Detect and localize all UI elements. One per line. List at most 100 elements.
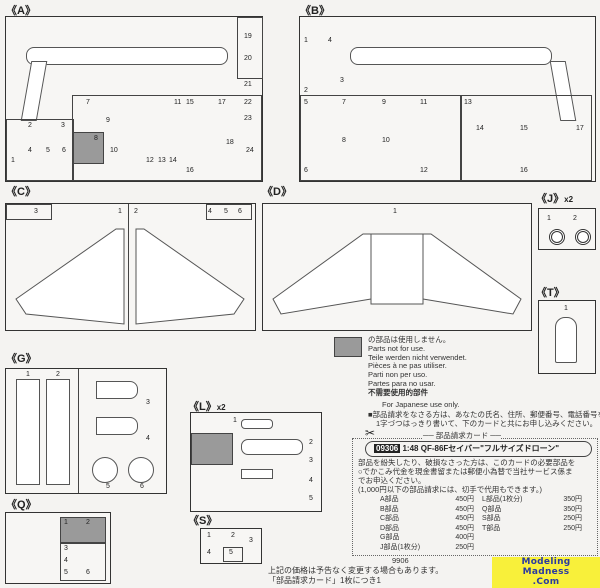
- cell-19-21: [237, 17, 263, 79]
- part-number: 11: [420, 99, 428, 106]
- part-number: 7: [342, 99, 346, 106]
- part-number: 12: [420, 167, 428, 174]
- price-row: L部品(1枚分)350円: [482, 496, 582, 503]
- sprue-s: 1 2 3 4 5: [200, 528, 262, 564]
- part-shape: [241, 469, 273, 479]
- part-number: 6: [304, 167, 308, 174]
- wing-parts: [15, 228, 245, 325]
- part-number: 2: [304, 87, 308, 94]
- sprue-d: 1: [262, 203, 532, 331]
- unused-part: [191, 433, 233, 465]
- price-row: J部品(1枚分)250円: [380, 543, 474, 551]
- scissors-icon: ✂: [365, 426, 376, 440]
- part-number: 1: [207, 532, 211, 539]
- part-number: 2: [28, 122, 32, 129]
- part-number: 3: [249, 537, 253, 544]
- part-number: 16: [186, 167, 194, 174]
- part-number: 1: [304, 37, 308, 44]
- unused-part: [60, 517, 106, 543]
- part-number: 5: [46, 147, 50, 154]
- part-number: 3: [61, 122, 65, 129]
- part-shape: [46, 379, 70, 485]
- cell-group: [60, 543, 106, 581]
- section-label-j: 《J》x2: [536, 193, 574, 205]
- wheel-part: [575, 229, 591, 245]
- part-number: 8: [342, 137, 346, 144]
- part-number: 1: [393, 208, 397, 215]
- part-number: 3: [146, 399, 150, 406]
- part-number: 5: [304, 99, 308, 106]
- part-number: 5: [309, 495, 313, 502]
- unused-parts-swatch: [334, 337, 362, 357]
- fuselage-half-part: [350, 47, 552, 65]
- sheet-number: 9906: [392, 556, 409, 565]
- part-number: 1: [564, 305, 568, 312]
- cell-group: [300, 95, 462, 181]
- part-number: 23: [244, 115, 252, 122]
- japan-only-note: For Japanese use only.: [382, 400, 460, 409]
- part-shape: [96, 417, 138, 435]
- part-number: 4: [146, 435, 150, 442]
- part-number: 10: [382, 137, 390, 144]
- part-shape: [16, 379, 40, 485]
- part-shape: [241, 439, 303, 455]
- part-number: 15: [186, 99, 194, 106]
- part-number: 20: [244, 55, 252, 62]
- sprue-a: 2 3 1 4 5 6 7 8 9 10 11 12 13 14 15 16 1…: [5, 16, 263, 182]
- part-number: 8: [94, 135, 98, 142]
- part-number: 2: [231, 532, 235, 539]
- sprue-b: 5 6 7 8 9 10 11 12 13 14 15 16 17 1 3 2 …: [299, 16, 596, 182]
- part-number: 21: [244, 81, 252, 88]
- section-label-t: 《T》: [536, 287, 565, 299]
- part-number: 4: [64, 557, 68, 564]
- part-number: 4: [207, 549, 211, 556]
- part-number: 9: [106, 117, 110, 124]
- section-label-b: 《B》: [300, 5, 330, 17]
- section-label-d: 《D》: [262, 186, 292, 198]
- part-number: 2: [56, 371, 60, 378]
- cell-3: [6, 204, 52, 220]
- part-number: 1: [233, 417, 237, 424]
- part-number: 3: [34, 208, 38, 215]
- part-number: 19: [244, 33, 252, 40]
- section-label-g: 《G》: [6, 353, 37, 365]
- part-number: 1: [64, 519, 68, 526]
- part-number: 13: [464, 99, 472, 106]
- part-shape: [128, 457, 154, 483]
- part-number: 4: [208, 208, 212, 215]
- part-number: 6: [140, 483, 144, 490]
- canopy-part: [555, 317, 577, 363]
- part-shape: [96, 381, 138, 399]
- part-number: 7: [86, 99, 90, 106]
- section-label-a: 《A》: [6, 5, 36, 17]
- part-shape: [241, 419, 273, 429]
- part-number: 3: [309, 457, 313, 464]
- part-number: 18: [226, 139, 234, 146]
- part-number: 2: [86, 519, 90, 526]
- part-number: 10: [110, 147, 118, 154]
- part-number: 3: [64, 545, 68, 552]
- part-number: 17: [576, 125, 584, 132]
- part-number: 16: [520, 167, 528, 174]
- part-number: 5: [229, 549, 233, 556]
- part-number: 4: [309, 477, 313, 484]
- part-number: 2: [134, 208, 138, 215]
- part-number: 6: [86, 569, 90, 576]
- part-number: 9: [382, 99, 386, 106]
- cell-1-6: [6, 119, 74, 181]
- section-label-l: 《L》x2: [188, 401, 226, 413]
- part-number: 1: [118, 208, 122, 215]
- sprue-l: 1 2 3 4 5: [190, 412, 322, 512]
- part-number: 1: [26, 371, 30, 378]
- part-number: 11: [174, 99, 182, 106]
- card-title: ── 部品請求カード ──: [423, 431, 501, 440]
- part-number: 6: [62, 147, 66, 154]
- part-number: 22: [244, 99, 252, 106]
